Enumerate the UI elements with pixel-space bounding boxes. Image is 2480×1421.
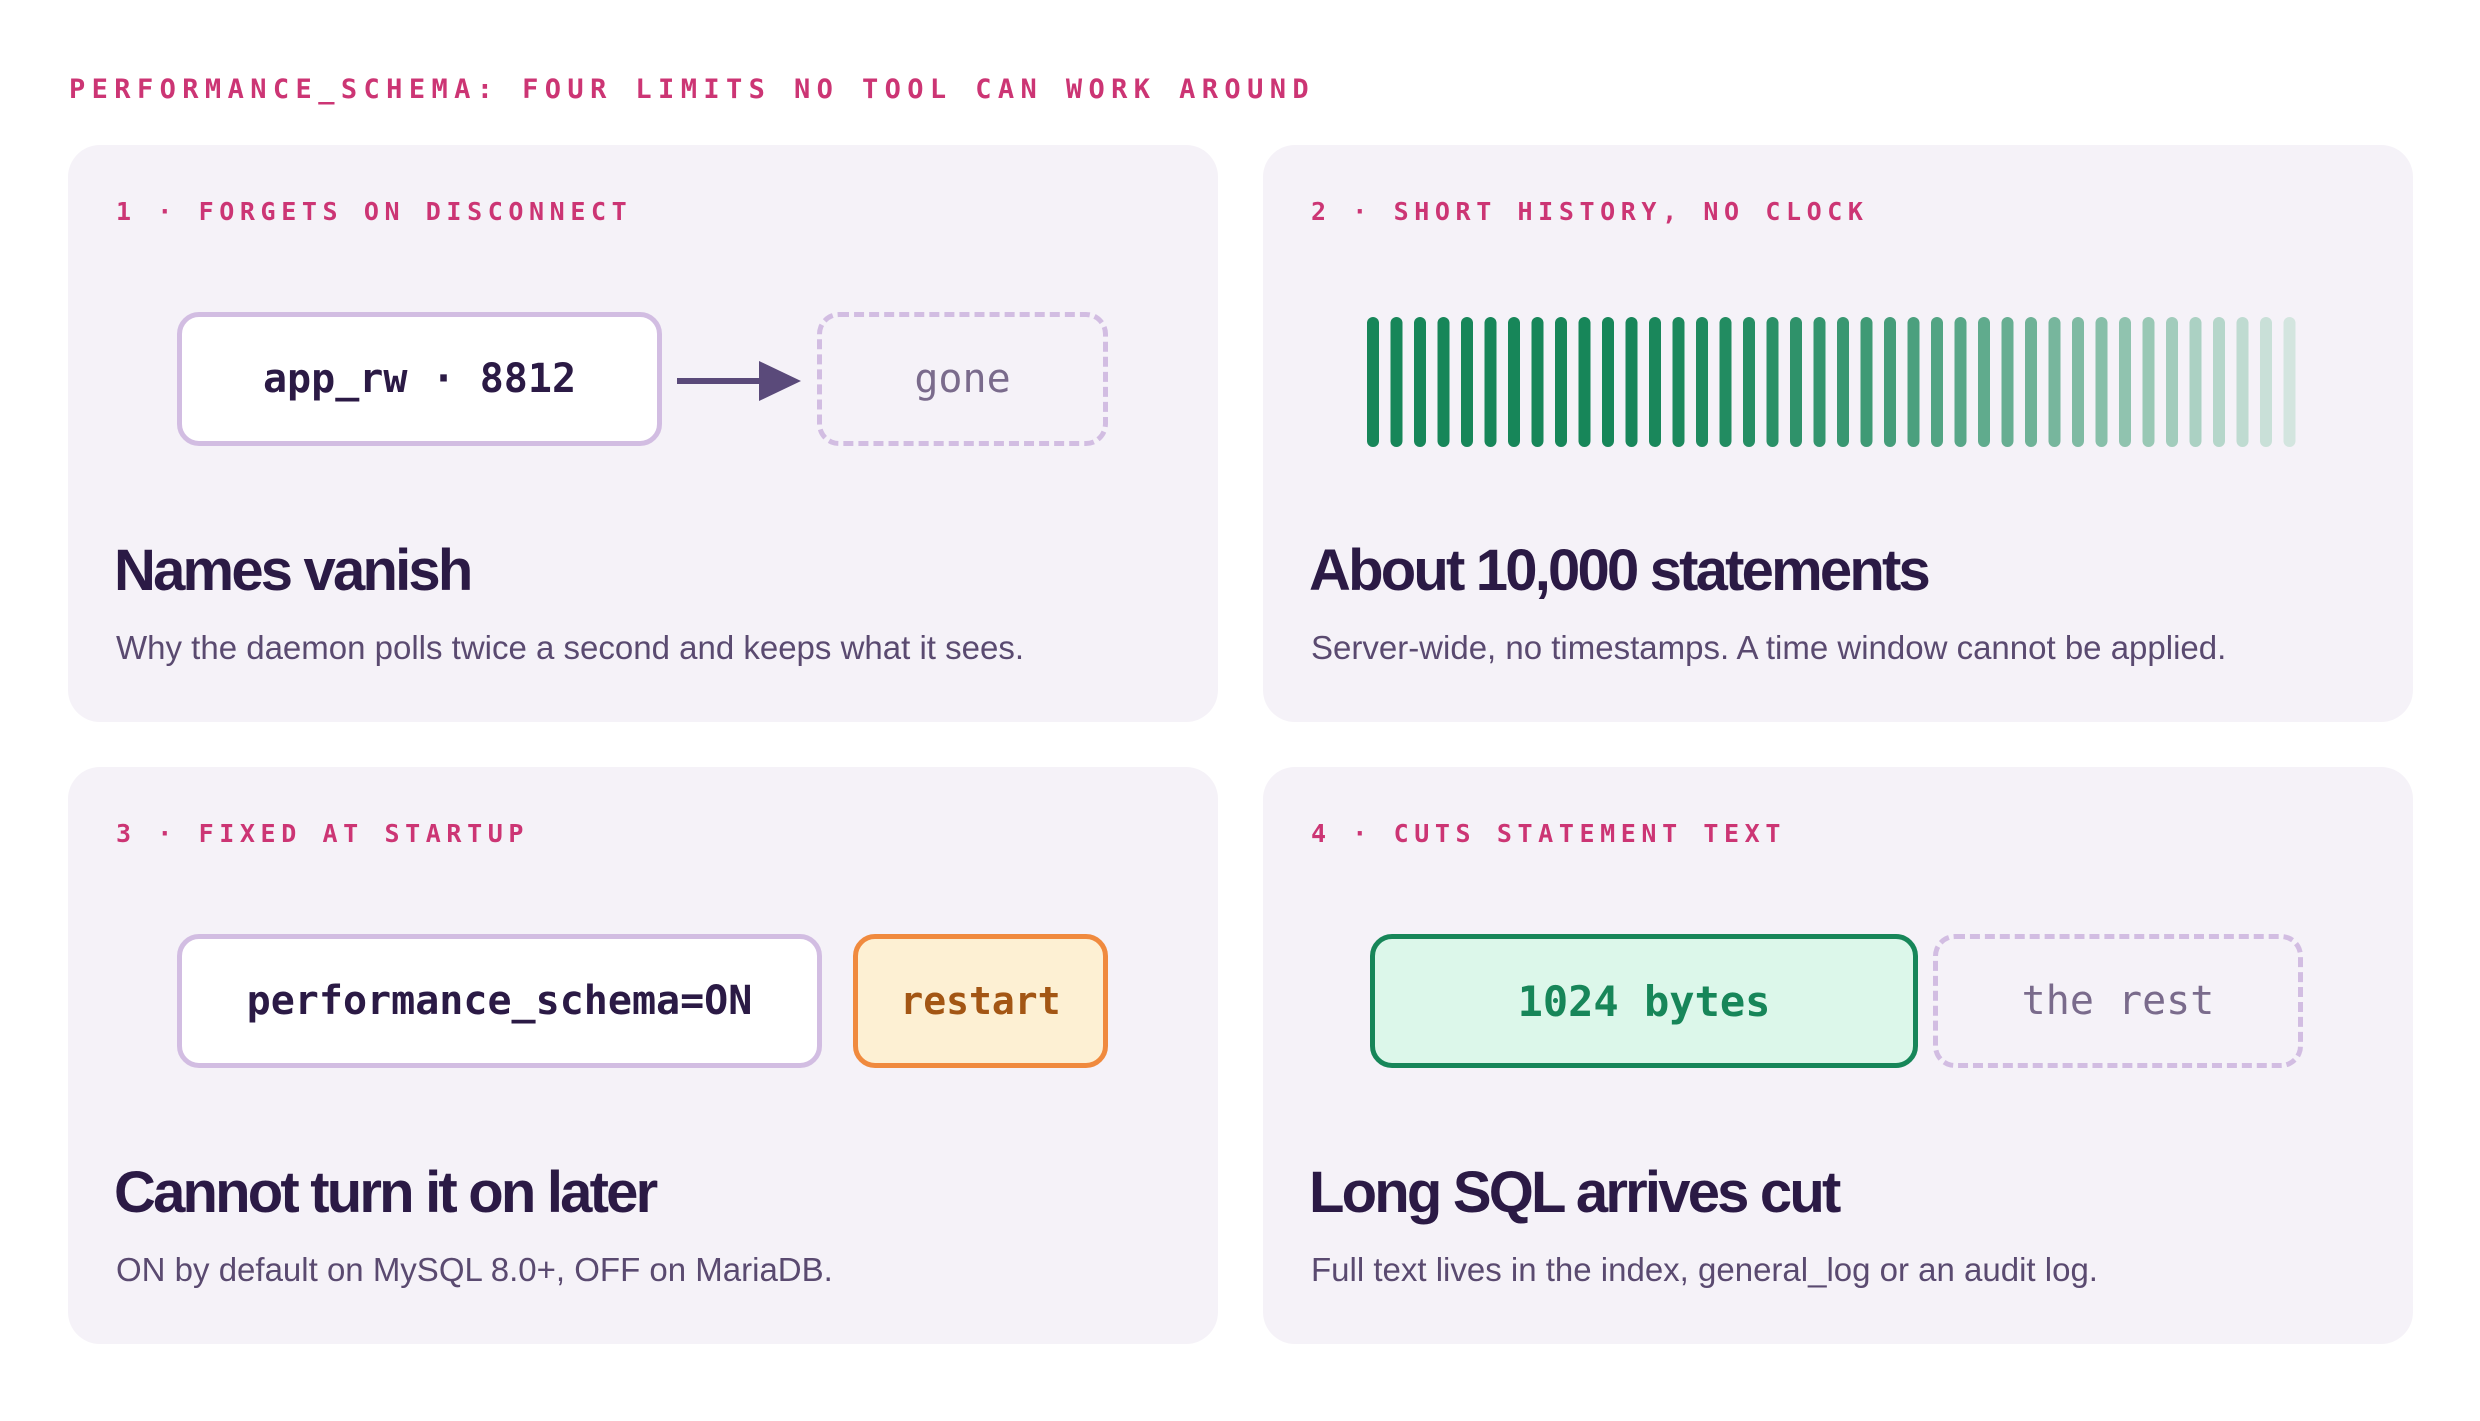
history-bar (2048, 317, 2061, 447)
arrow-right-icon (677, 361, 801, 401)
history-bar (1578, 317, 1591, 447)
history-bar (1813, 317, 1826, 447)
history-bar (1884, 317, 1896, 447)
card-fixed-at-startup: 3 · FIXED AT STARTUP performance_schema=… (68, 767, 1218, 1344)
history-bar (1461, 317, 1473, 447)
card-description: Why the daemon polls twice a second and … (116, 629, 1024, 666)
statement-history-bars (1367, 317, 2296, 447)
history-bar (2213, 317, 2225, 447)
history-bar (1508, 317, 1520, 447)
card-kicker: 1 · FORGETS ON DISCONNECT (116, 197, 633, 226)
page-heading: PERFORMANCE_SCHEMA: FOUR LIMITS NO TOOL … (69, 74, 1316, 105)
history-bar (2072, 317, 2084, 447)
history-bar (1790, 317, 1802, 447)
card-description: ON by default on MySQL 8.0+, OFF on Mari… (116, 1251, 833, 1288)
history-bar (1531, 317, 1544, 447)
history-bar (2095, 317, 2108, 447)
history-bar (1719, 317, 1732, 447)
history-bar (1367, 317, 1379, 447)
card-short-history: 2 · SHORT HISTORY, NO CLOCK About 10,000… (1263, 145, 2413, 722)
card-title: Names vanish (114, 538, 473, 603)
history-bar (2166, 317, 2178, 447)
history-bar (1414, 317, 1426, 447)
history-bar (2236, 317, 2249, 447)
history-bar (1860, 317, 1873, 447)
history-bar (1484, 317, 1497, 447)
history-bar (2142, 317, 2155, 447)
history-bar (1555, 317, 1567, 447)
card-description: Server-wide, no timestamps. A time windo… (1311, 629, 2227, 666)
history-bar (1743, 317, 1755, 447)
history-bar (1696, 317, 1708, 447)
card-description: Full text lives in the index, general_lo… (1311, 1251, 2098, 1288)
kept-bytes-pill: 1024 bytes (1370, 934, 1918, 1068)
history-bar (1672, 317, 1685, 447)
history-bar (2283, 317, 2296, 447)
history-bar (1954, 317, 1967, 447)
history-bar (1602, 317, 1614, 447)
restart-pill: restart (853, 934, 1108, 1068)
history-bar (1931, 317, 1943, 447)
card-kicker: 3 · FIXED AT STARTUP (116, 819, 530, 848)
history-bar (2119, 317, 2131, 447)
card-title: About 10,000 statements (1309, 538, 1931, 603)
card-title: Cannot turn it on later (114, 1160, 658, 1225)
history-bar (2260, 317, 2272, 447)
history-bar (1649, 317, 1661, 447)
card-forgets-on-disconnect: 1 · FORGETS ON DISCONNECT app_rw · 8812 … (68, 145, 1218, 722)
history-bar (1837, 317, 1849, 447)
cut-rest-pill: the rest (1933, 934, 2303, 1068)
session-pill: app_rw · 8812 (177, 312, 662, 446)
gone-pill: gone (817, 312, 1108, 446)
history-bar (1766, 317, 1779, 447)
config-pill: performance_schema=ON (177, 934, 822, 1068)
history-bar (1625, 317, 1638, 447)
history-bar (2001, 317, 2014, 447)
card-kicker: 4 · CUTS STATEMENT TEXT (1311, 819, 1786, 848)
history-bar (1437, 317, 1450, 447)
card-kicker: 2 · SHORT HISTORY, NO CLOCK (1311, 197, 1869, 226)
history-bar (1390, 317, 1403, 447)
history-bar (2025, 317, 2037, 447)
history-bar (2189, 317, 2202, 447)
card-cuts-statement-text: 4 · CUTS STATEMENT TEXT 1024 bytes the r… (1263, 767, 2413, 1344)
history-bar (1907, 317, 1920, 447)
card-title: Long SQL arrives cut (1309, 1160, 1841, 1225)
history-bar (1978, 317, 1990, 447)
